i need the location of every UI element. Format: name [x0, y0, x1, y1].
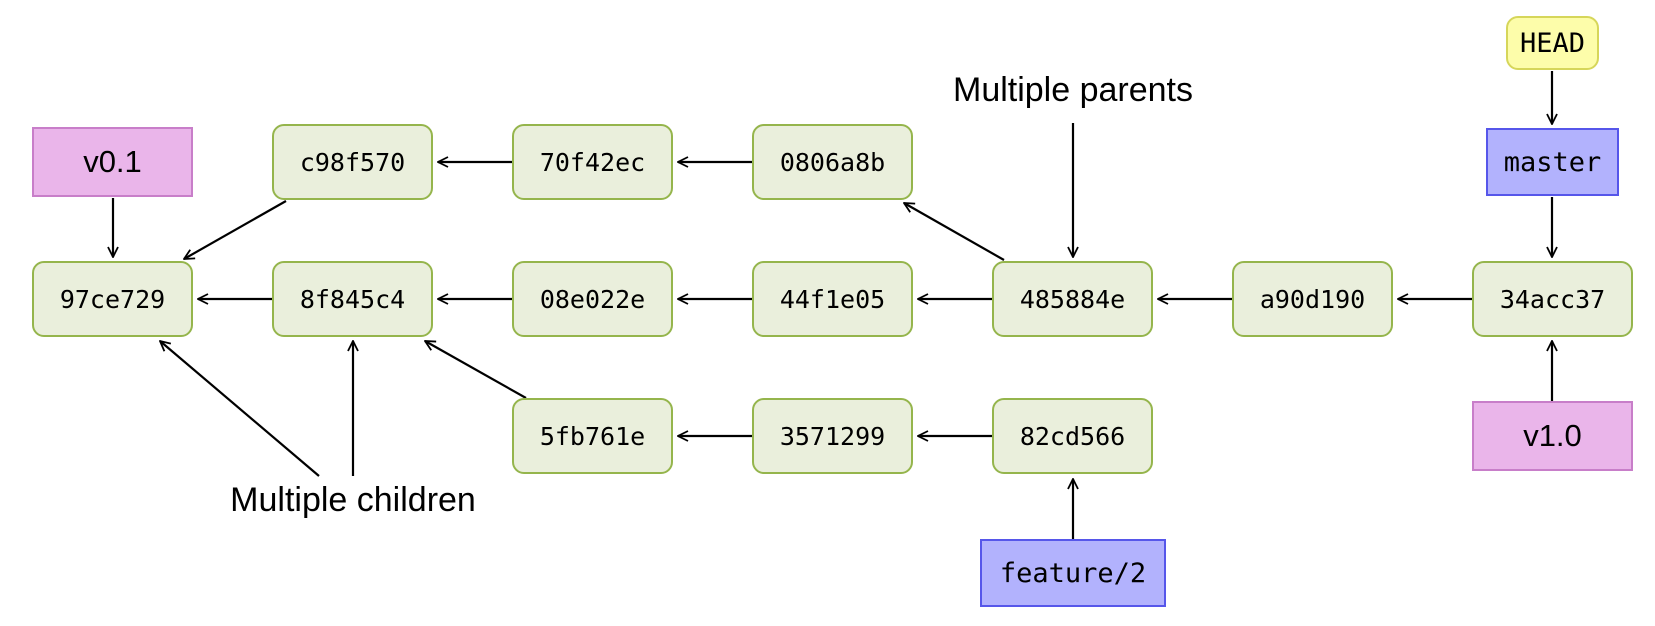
commit-hash: 3571299 [779, 421, 886, 451]
branch-label: feature/2 [999, 557, 1147, 589]
commit-hash: 34acc37 [1499, 284, 1606, 314]
edge-5fb761e-to-8f845c4 [425, 341, 527, 399]
edge-485884e-to-0806a8b [904, 203, 1005, 261]
commit-hash: 08e022e [539, 284, 646, 314]
commit-44f1e05[interactable]: 44f1e05 [752, 261, 913, 337]
edge-c98f570-to-97ce729 [184, 200, 287, 259]
commit-97ce729[interactable]: 97ce729 [32, 261, 193, 337]
tag-label: v1.0 [1523, 418, 1582, 453]
commit-c98f570[interactable]: c98f570 [272, 124, 433, 200]
commit-hash: 485884e [1019, 284, 1126, 314]
tag-label: v0.1 [83, 144, 142, 179]
commit-a90d190[interactable]: a90d190 [1232, 261, 1393, 337]
edge-children-annotation-to-97ce729 [160, 341, 320, 477]
multiple-children-annotation: Multiple children [230, 481, 476, 519]
commit-hash: 5fb761e [539, 421, 646, 451]
commit-hash: c98f570 [299, 147, 406, 177]
multiple-parents-annotation: Multiple parents [952, 71, 1194, 109]
commit-34acc37[interactable]: 34acc37 [1472, 261, 1633, 337]
commit-5fb761e[interactable]: 5fb761e [512, 398, 673, 474]
commit-70f42ec[interactable]: 70f42ec [512, 124, 673, 200]
commit-08e022e[interactable]: 08e022e [512, 261, 673, 337]
commit-8f845c4[interactable]: 8f845c4 [272, 261, 433, 337]
tag-v1-0[interactable]: v1.0 [1472, 401, 1633, 471]
branch-master[interactable]: master [1486, 128, 1619, 196]
commit-82cd566[interactable]: 82cd566 [992, 398, 1153, 474]
commit-hash: 44f1e05 [779, 284, 886, 314]
tag-v0-1[interactable]: v0.1 [32, 127, 193, 197]
branch-label: master [1503, 146, 1602, 178]
head-label: HEAD [1519, 27, 1586, 59]
commit-hash: a90d190 [1259, 284, 1366, 314]
commit-3571299[interactable]: 3571299 [752, 398, 913, 474]
commit-hash: 82cd566 [1019, 421, 1126, 451]
head-pointer[interactable]: HEAD [1506, 16, 1599, 70]
commit-hash: 97ce729 [59, 284, 166, 314]
branch-feature-2[interactable]: feature/2 [980, 539, 1166, 607]
commit-hash: 8f845c4 [299, 284, 406, 314]
commit-hash: 70f42ec [539, 147, 646, 177]
commit-485884e[interactable]: 485884e [992, 261, 1153, 337]
commit-0806a8b[interactable]: 0806a8b [752, 124, 913, 200]
commit-hash: 0806a8b [779, 147, 886, 177]
